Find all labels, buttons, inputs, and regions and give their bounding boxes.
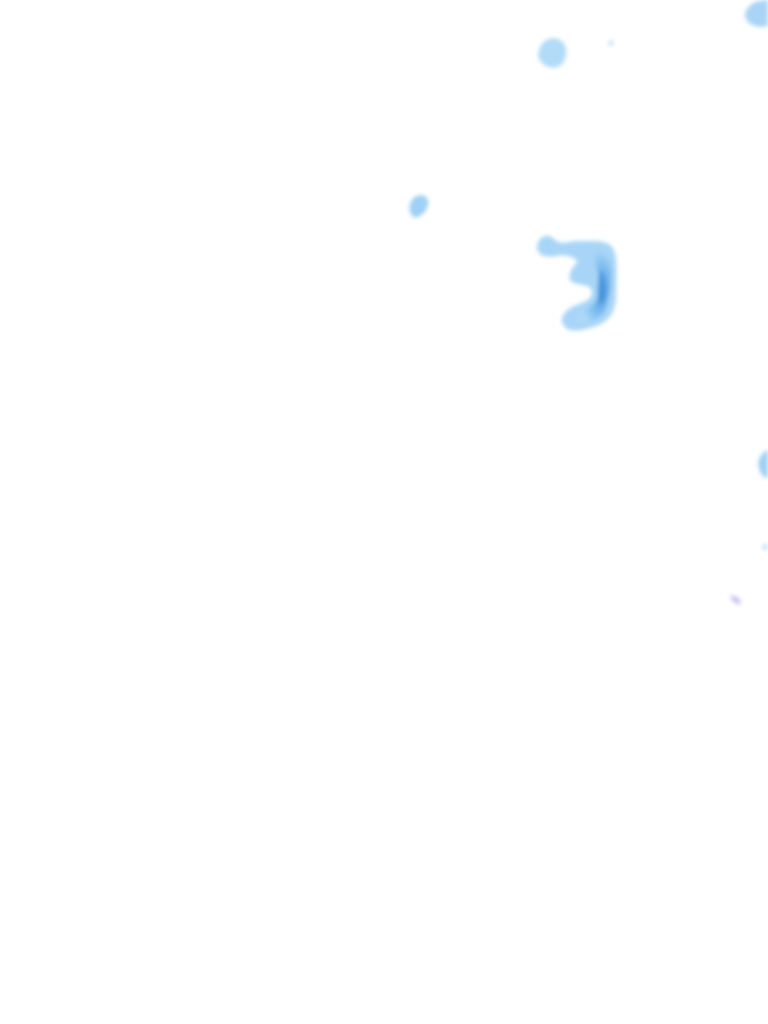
echo-cell-top-center: [538, 38, 567, 68]
echo-cell-violet-speck: [730, 595, 741, 605]
echo-cell-right-edge-dot: [762, 544, 768, 550]
echo-cell-right-edge-mid: [758, 450, 768, 478]
echo-cell-small-left: [409, 195, 429, 218]
echo-cell-main-hook: [536, 235, 617, 331]
echo-cell-top-right-edge: [745, 0, 768, 27]
echo-cell-top-dot: [608, 40, 614, 46]
